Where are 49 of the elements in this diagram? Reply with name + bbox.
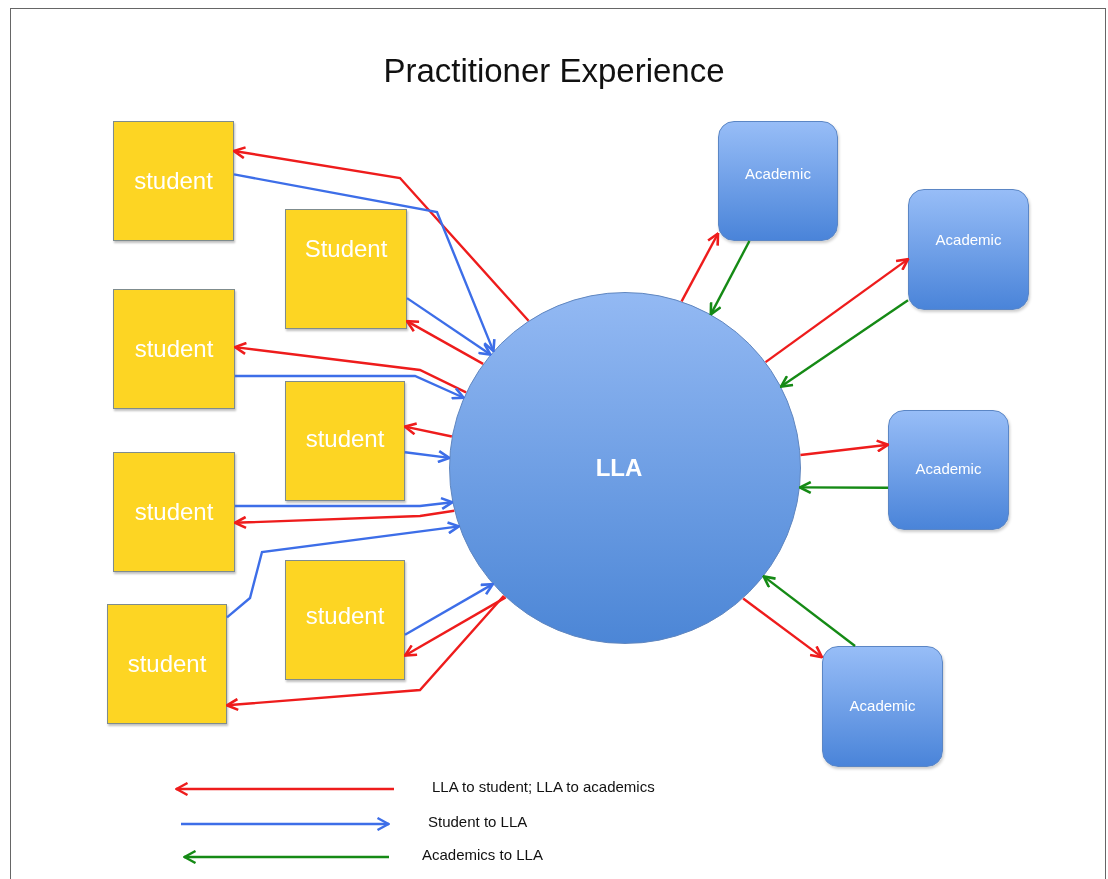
- academic-box: [888, 410, 1009, 530]
- legend-label: Student to LLA: [428, 813, 528, 830]
- arrow: [779, 299, 909, 388]
- student-box: [285, 560, 405, 680]
- node-label: student: [305, 425, 385, 453]
- arrow: [233, 341, 467, 394]
- title: Practitioner Experience: [382, 52, 726, 90]
- arrow: [800, 439, 890, 457]
- student-box: [285, 209, 407, 329]
- arrow: [235, 374, 465, 400]
- node-label: student: [134, 167, 213, 195]
- academic-box: [908, 189, 1029, 310]
- arrow: [680, 232, 720, 302]
- node-label: Academic: [935, 231, 1002, 248]
- arrow: [232, 146, 530, 322]
- arrow: [742, 597, 824, 659]
- student-box: [113, 121, 234, 241]
- arrow: [405, 319, 484, 365]
- arrow: [403, 422, 453, 438]
- node-label: student: [127, 650, 207, 678]
- node-label: Academic: [849, 697, 916, 714]
- node-label: Student: [304, 235, 388, 263]
- arrow: [233, 509, 455, 530]
- node-label: LLA: [595, 454, 643, 482]
- student-box: [285, 381, 405, 501]
- academic-box: [822, 646, 943, 767]
- arrow: [762, 575, 856, 647]
- arrow: [225, 594, 505, 712]
- node-label: Academic: [745, 164, 811, 182]
- arrow: [403, 596, 507, 657]
- arrow: [404, 449, 451, 464]
- arrow: [235, 496, 454, 511]
- arrow: [798, 480, 888, 495]
- arrow: [406, 297, 492, 356]
- node-label: Academic: [915, 459, 982, 477]
- student-box: [113, 289, 235, 409]
- arrow: [404, 582, 495, 636]
- arrow: [226, 521, 461, 619]
- student-box: [113, 452, 235, 572]
- arrow: [764, 257, 910, 364]
- legend-label: Academics to LLA: [422, 846, 543, 863]
- student-box: [107, 604, 227, 724]
- node-label: student: [134, 335, 214, 363]
- arrow: [709, 240, 751, 316]
- arrow: [233, 173, 496, 353]
- node-label: student: [305, 602, 385, 630]
- legend-label: LLA to student; LLA to academics: [432, 778, 655, 795]
- node-label: student: [134, 498, 214, 526]
- academic-box: [718, 121, 838, 241]
